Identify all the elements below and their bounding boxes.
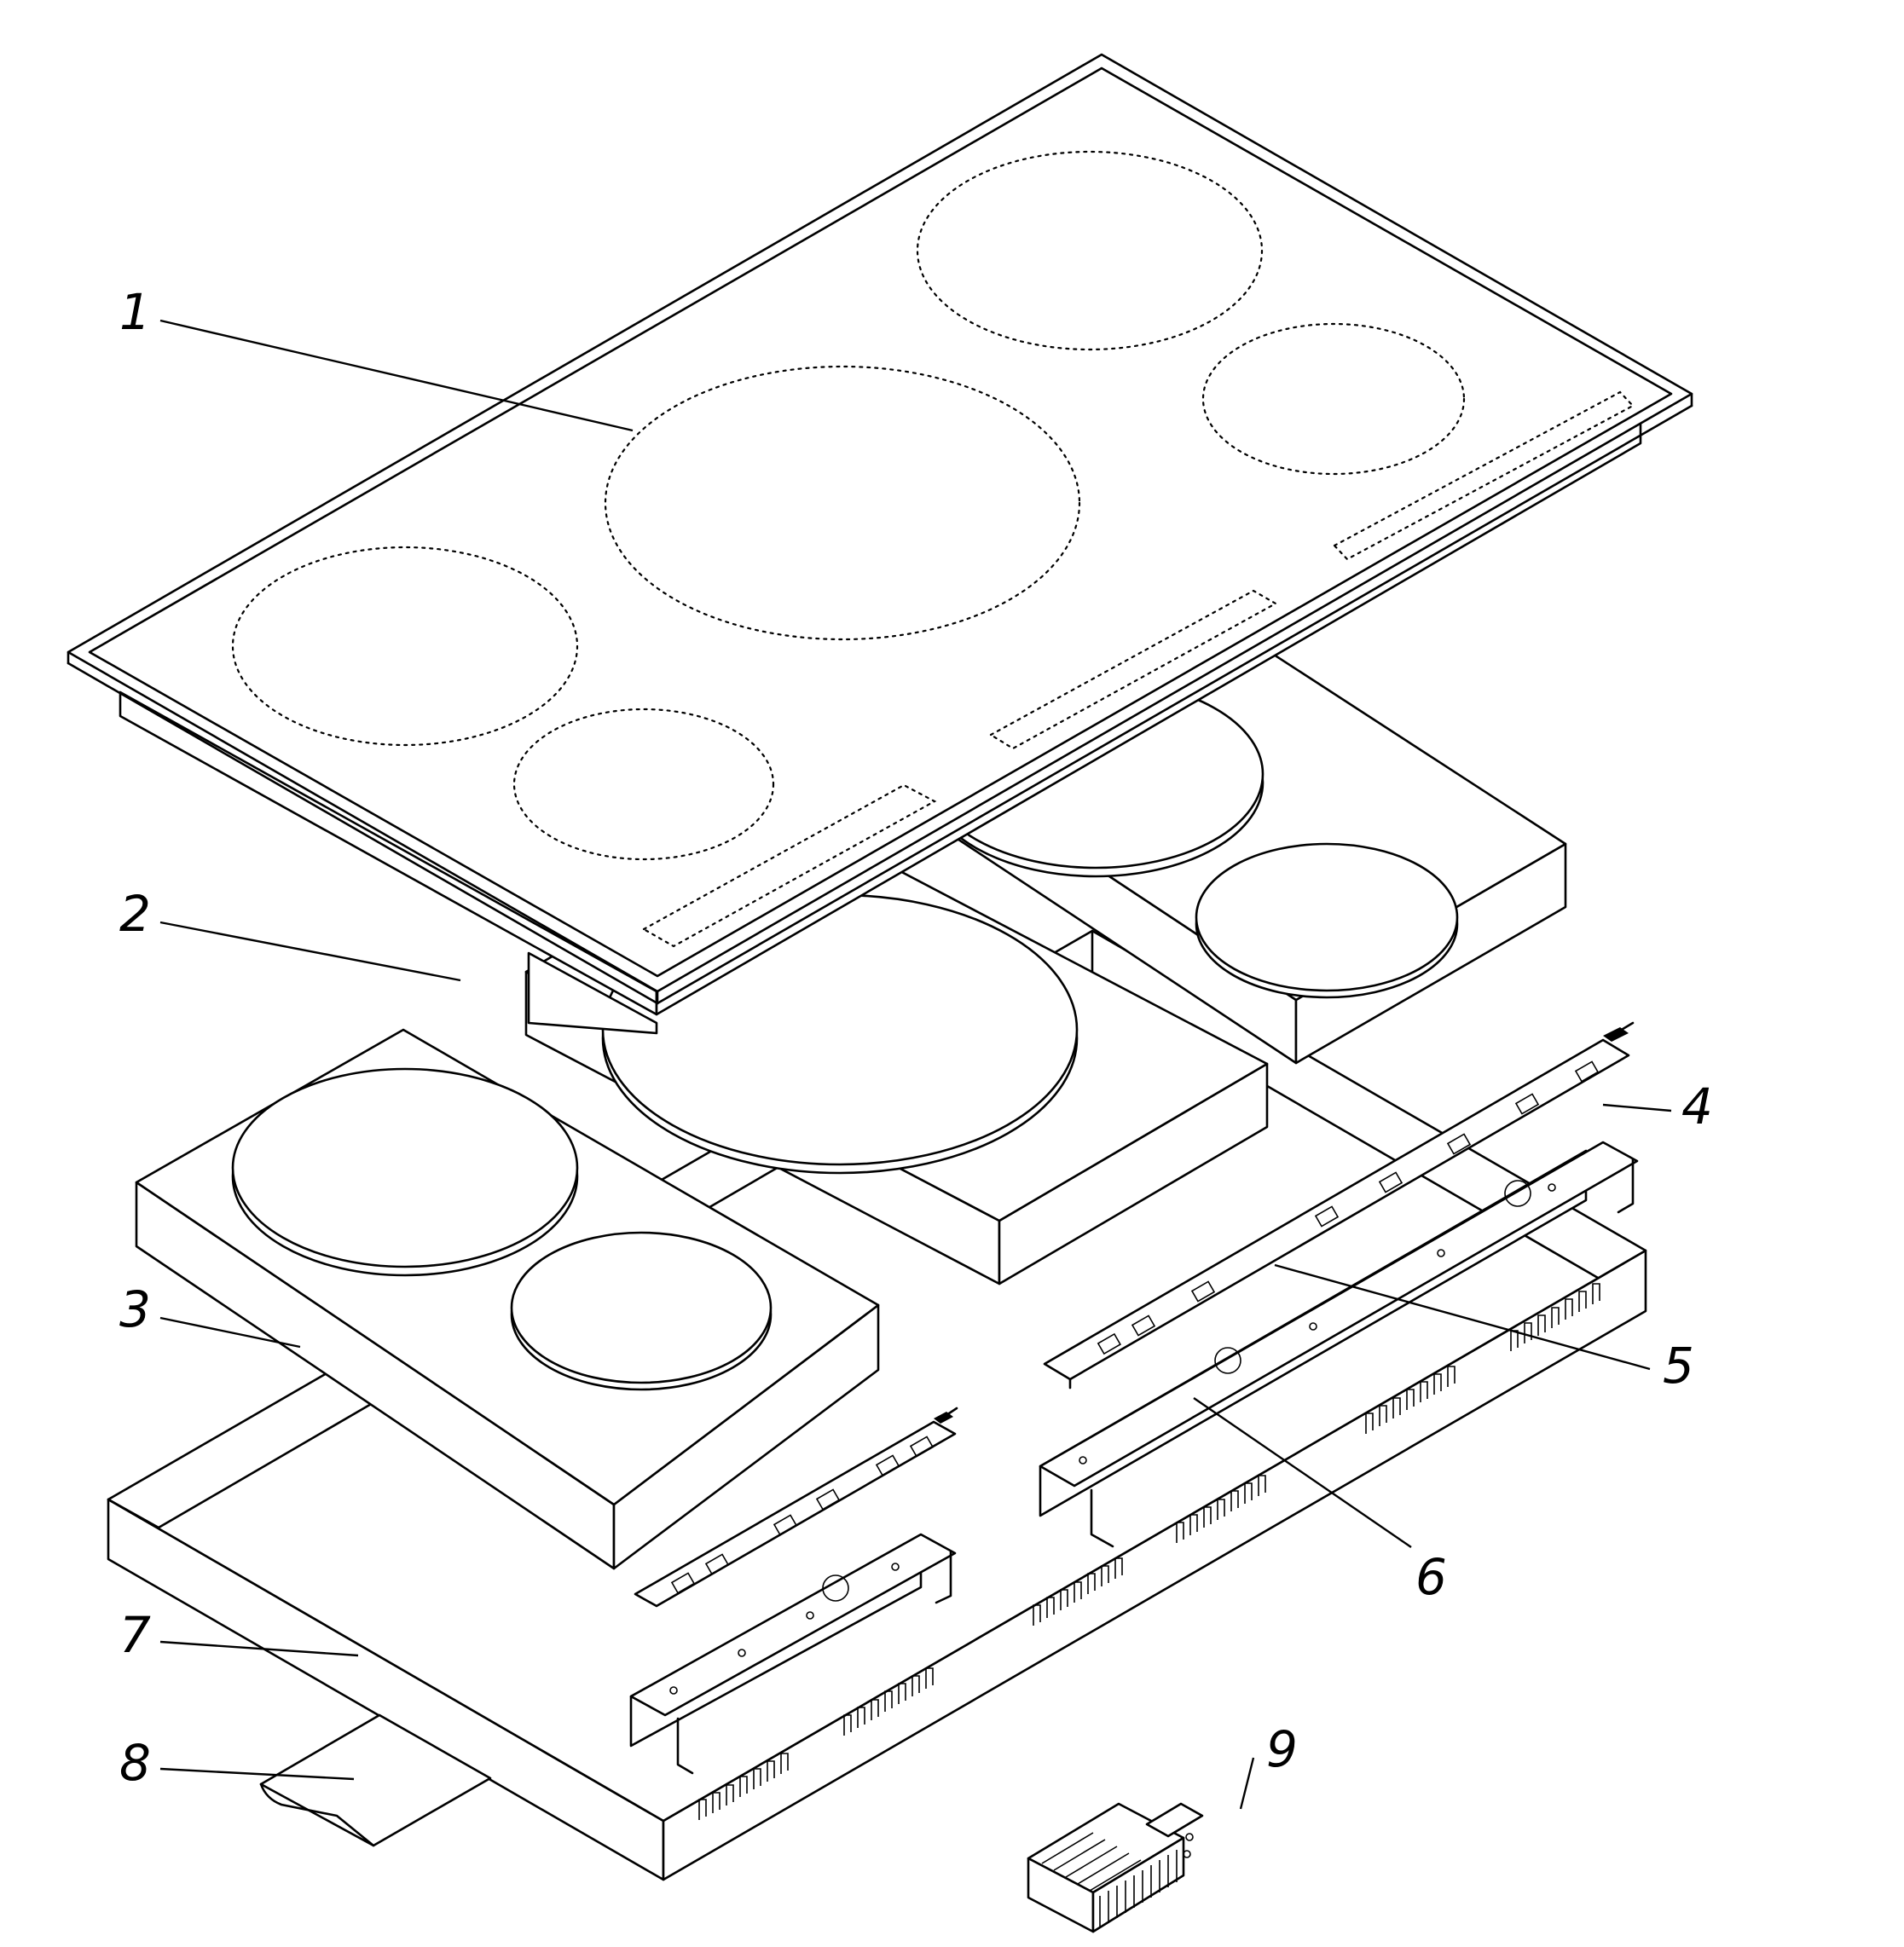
mounting-bracket [259, 1713, 492, 1847]
callout-3: 3 [119, 1280, 151, 1338]
callout-5: 5 [1663, 1337, 1694, 1395]
callout-labels: 1 2 3 4 5 6 7 8 9 [119, 283, 1713, 1792]
control-bracket-right [1039, 1141, 1639, 1548]
left-coil-module [135, 1028, 880, 1570]
callout-4: 4 [1681, 1077, 1713, 1135]
callout-7: 7 [119, 1606, 151, 1664]
callout-1: 1 [119, 283, 151, 341]
callout-9: 9 [1266, 1720, 1298, 1778]
control-bracket-left [629, 1533, 957, 1775]
power-module [1027, 1802, 1204, 1933]
callout-6: 6 [1415, 1548, 1447, 1606]
housing-vents [698, 1283, 1600, 1820]
callout-8: 8 [119, 1734, 151, 1792]
glass-top [67, 53, 1693, 1035]
callout-leaders [159, 319, 1672, 1810]
callout-2: 2 [119, 885, 151, 943]
control-board-left [634, 1407, 958, 1608]
control-board-right [1043, 1021, 1635, 1389]
